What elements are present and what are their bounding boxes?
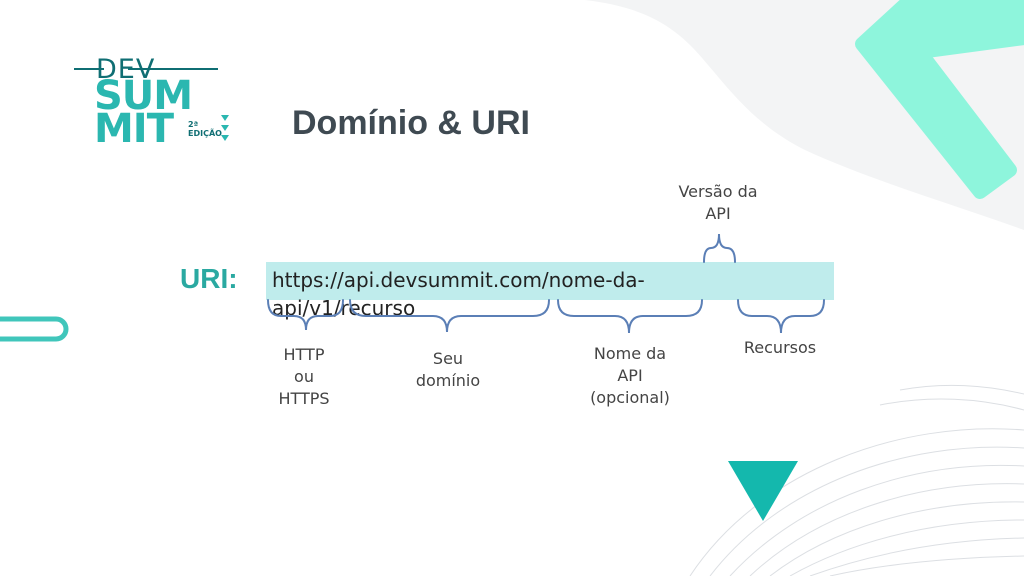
teal-triangle-shape (728, 461, 798, 521)
logo-edition: 2ª EDIÇÃO (188, 120, 222, 138)
logo-edition-label: EDIÇÃO (188, 129, 222, 138)
logo-dev-text: DEV (96, 54, 156, 85)
uri-highlight-box (266, 262, 834, 300)
label-api-name: Nome da API (opcional) (590, 344, 670, 407)
slide-title: Domínio & URI (292, 104, 530, 142)
logo-arrow-down-icon (221, 115, 229, 121)
teal-pill-shape (0, 316, 69, 342)
uri-value: https://api.devsummit.com/nome-da-api/v1… (272, 268, 645, 320)
label-resources: Recursos (743, 338, 817, 357)
label-version: Versão da API (678, 182, 758, 223)
logo-sum-text: SUM (94, 73, 193, 119)
logo-edition-number: 2ª (188, 120, 199, 129)
logo-swoosh-lines (74, 68, 229, 141)
uri-label: URI: (180, 263, 238, 294)
label-domain: Seu domínio (415, 349, 481, 390)
logo-arrow-down-icon (221, 135, 229, 141)
logo-arrow-down-icon (221, 125, 229, 131)
label-protocol: HTTP ou HTTPS (278, 345, 330, 408)
logo-mit-text: MIT (94, 106, 174, 152)
contour-lines-decoration (689, 384, 1024, 576)
mint-chevron-shape (855, 0, 1024, 199)
dev-summit-logo: DEV SUM MIT 2ª EDIÇÃO (70, 52, 240, 152)
